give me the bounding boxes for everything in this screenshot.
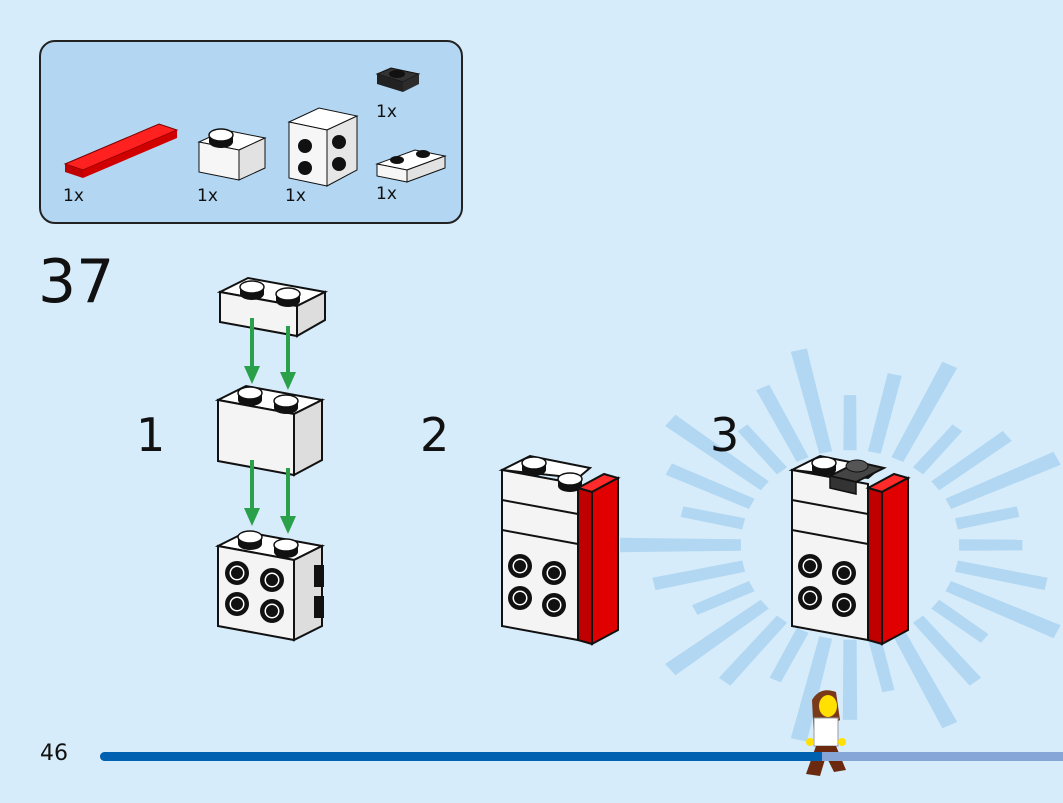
burst-ray <box>620 537 741 553</box>
completion-burst <box>620 348 1061 742</box>
substep-1-snot-brick <box>214 530 326 642</box>
substep-label-2: 2 <box>420 408 450 462</box>
burst-ray <box>756 384 809 462</box>
burst-ray <box>912 424 963 475</box>
progress-bar <box>100 752 1063 761</box>
burst-ray <box>790 348 833 454</box>
parts-list-panel: 1x 1x 1x 1x 1x <box>39 40 463 224</box>
burst-ray <box>931 599 989 643</box>
qty-red-tile: 1x <box>63 186 84 206</box>
snot-brick-icon <box>287 107 359 187</box>
qty-snot-brick: 1x <box>285 186 306 206</box>
substep-label-3: 3 <box>710 408 740 462</box>
burst-ray <box>867 373 902 454</box>
burst-ray <box>665 414 769 491</box>
substep-1-brick <box>214 384 326 477</box>
burst-ray <box>652 560 746 591</box>
white-brick-icon <box>197 128 267 181</box>
burst-ray <box>692 581 755 615</box>
substep-1-plate <box>216 276 329 338</box>
green-arrows <box>244 318 296 534</box>
burst-ray <box>680 506 746 530</box>
burst-ray <box>867 636 895 693</box>
white-plate-icon <box>375 149 447 183</box>
burst-ray <box>931 431 1012 491</box>
step-number: 37 <box>38 247 115 317</box>
substep-3-assembly <box>788 454 911 646</box>
burst-ray <box>843 395 857 451</box>
burst-ray <box>945 581 1061 639</box>
progress-bar-fill <box>100 752 823 761</box>
burst-ray <box>790 636 833 742</box>
qty-white-brick: 1x <box>197 186 218 206</box>
burst-ray <box>769 628 809 683</box>
burst-ray <box>891 361 958 462</box>
burst-ray <box>665 463 755 509</box>
red-tile-icon <box>63 123 179 178</box>
burst-ray <box>959 539 1023 551</box>
qty-black-plate: 1x <box>376 102 397 122</box>
burst-ray <box>842 639 858 720</box>
burst-ray <box>945 451 1061 509</box>
burst-ray <box>954 506 1020 530</box>
burst-ray <box>665 599 769 676</box>
burst-ray <box>954 560 1048 591</box>
page-number: 46 <box>40 741 68 766</box>
burst-ray <box>912 615 982 686</box>
qty-white-plate: 1x <box>376 184 397 204</box>
burst-ray <box>891 628 958 729</box>
black-plate-icon <box>375 67 421 92</box>
burst-ray <box>718 615 788 686</box>
substep-2-assembly <box>498 454 621 646</box>
parts-illustrations <box>63 67 447 187</box>
burst-ray <box>737 424 788 475</box>
substep-label-1: 1 <box>136 408 166 462</box>
